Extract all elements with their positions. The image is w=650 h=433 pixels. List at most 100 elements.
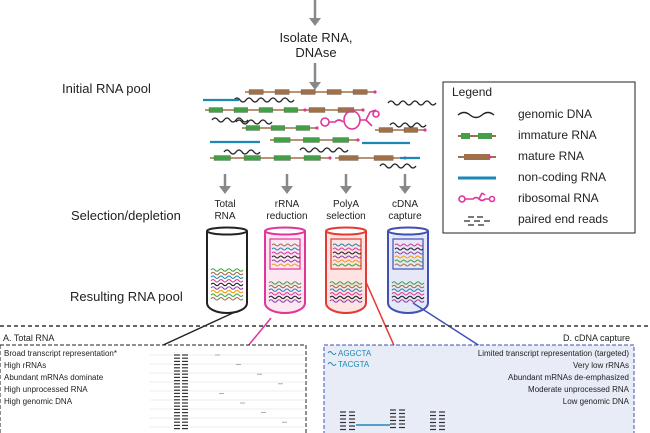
tube-pool-strand	[268, 281, 302, 285]
pool-exon-block	[213, 155, 231, 161]
tube-captured-strand	[271, 259, 301, 263]
tube-captured-strand	[394, 247, 424, 251]
tube-captured-strand	[394, 255, 424, 259]
legend-genomic-dna-swatch	[457, 111, 495, 119]
tube-captured-strand	[394, 251, 424, 255]
ribosomal-bulge	[343, 110, 361, 130]
pool-genomic-dna	[211, 117, 249, 123]
pool-polya-tail	[356, 138, 360, 142]
ribosomal-arms	[360, 109, 377, 127]
legend-item-genomic-dna: genomic DNA	[518, 107, 593, 121]
tube-pool-strand	[210, 282, 244, 287]
tube-rim	[206, 226, 248, 236]
panel-a-line-4: High unprocessed RNA	[4, 385, 88, 394]
panel-a-line-5: High genomic DNA	[4, 397, 73, 406]
tube-pool-strand	[268, 295, 302, 300]
panel-a	[0, 344, 307, 433]
pool-exon-block	[295, 125, 310, 131]
tube-pool-strand	[210, 297, 244, 301]
tube-pool-strand	[268, 284, 302, 289]
tube-captured-strand	[332, 263, 362, 267]
pool-genomic-dna	[233, 97, 295, 103]
tube-pool-strand	[210, 289, 244, 294]
panel-d-title: D. cDNA capture	[562, 333, 630, 343]
legend-item-immature-rna: immature RNA	[518, 128, 597, 142]
pool-ribosomal-rna	[320, 109, 380, 130]
tube-polya-selection	[325, 226, 367, 314]
pool-genomic-dna	[389, 122, 427, 128]
initial-pool-label: Initial RNA pool	[62, 81, 151, 96]
tube-rim	[387, 226, 429, 236]
tube-captured-strand	[394, 243, 424, 247]
legend-paired-end-reads-swatch	[464, 216, 490, 226]
pool-exon-block	[270, 125, 285, 131]
pool-exon-block	[308, 107, 326, 113]
ribosomal-cap	[372, 110, 380, 118]
isolate-rna-label: Isolate RNA, DNAse	[278, 30, 354, 60]
tube-pool-strand	[329, 299, 363, 303]
ribosomal-stem	[329, 119, 344, 123]
method-arrows	[219, 174, 411, 194]
legend-swatches	[457, 111, 496, 226]
tube-cdna-capture	[387, 226, 429, 314]
pool-genomic-dna	[387, 100, 437, 106]
tube-pool-strand	[268, 292, 302, 296]
pool-genomic-dna	[223, 149, 261, 155]
legend-item-ribosomal-rna: ribosomal RNA	[518, 191, 599, 205]
pool-exon-block	[245, 125, 260, 131]
pool-exon-block	[373, 155, 394, 161]
pool-polya-tail	[328, 156, 332, 160]
pool-exon-block	[208, 107, 223, 113]
panel-d-line-4: Moderate unprocessed RNA	[528, 385, 629, 394]
pool-exon-block	[338, 155, 359, 161]
pool-exon-block	[243, 155, 261, 161]
pool-polya-tail	[361, 108, 365, 112]
pool-exon-block	[337, 107, 355, 113]
tube-pool-strand	[391, 299, 425, 303]
pool-exon-block	[273, 137, 291, 143]
pool-exon-block	[258, 107, 273, 113]
legend-item-paired-end-reads: paired end reads	[518, 212, 609, 226]
tube-captured-strand	[271, 263, 301, 267]
selection-depletion-label: Selection/depletion	[71, 208, 181, 223]
pool-genomic-dna	[379, 163, 417, 169]
pool-exon-block	[403, 127, 418, 133]
legend-ribosomal-rna-swatch	[458, 192, 496, 203]
tube-pool-strand	[210, 293, 244, 297]
pool-genomic-dna	[235, 119, 273, 125]
panel-a-title: A. Total RNA	[3, 333, 55, 343]
panel-d-line-2: Very low rRNAs	[572, 361, 629, 370]
tube-capture-frame	[269, 238, 301, 270]
panel-d	[323, 344, 635, 433]
tube-captured-strand	[332, 255, 362, 259]
tube-pool-strand	[268, 299, 302, 303]
tube-rim	[325, 226, 367, 236]
pool-exon-block	[273, 155, 291, 161]
isolate-arrow	[309, 63, 321, 90]
pool-exon-block	[303, 155, 321, 161]
pool-exon-block	[248, 89, 264, 95]
pool-exon-block	[303, 137, 320, 143]
tube-pool-strand	[391, 281, 425, 285]
legend-mature-rna-swatch	[458, 154, 496, 160]
tube-rim	[264, 226, 306, 236]
tube-captured-strand	[332, 259, 362, 263]
panel-d-line-5: Low genomic DNA	[562, 397, 629, 406]
pool-exon-block	[300, 89, 316, 95]
tube-pool-strand	[268, 288, 302, 292]
tube-captured-strand	[271, 243, 301, 247]
isolate-line2: DNAse	[295, 45, 337, 60]
tube-pool-strand	[210, 286, 244, 290]
tube-rrna-reduction	[264, 226, 306, 314]
tube-pool-strand	[391, 284, 425, 289]
initial-rna-pool-molecules	[203, 89, 437, 169]
tube-captured-strand	[271, 247, 301, 251]
panel-d-probe-2: TACGTA	[338, 360, 370, 369]
tube-pool-strand	[329, 292, 363, 296]
tube-captured-strand	[332, 251, 362, 255]
